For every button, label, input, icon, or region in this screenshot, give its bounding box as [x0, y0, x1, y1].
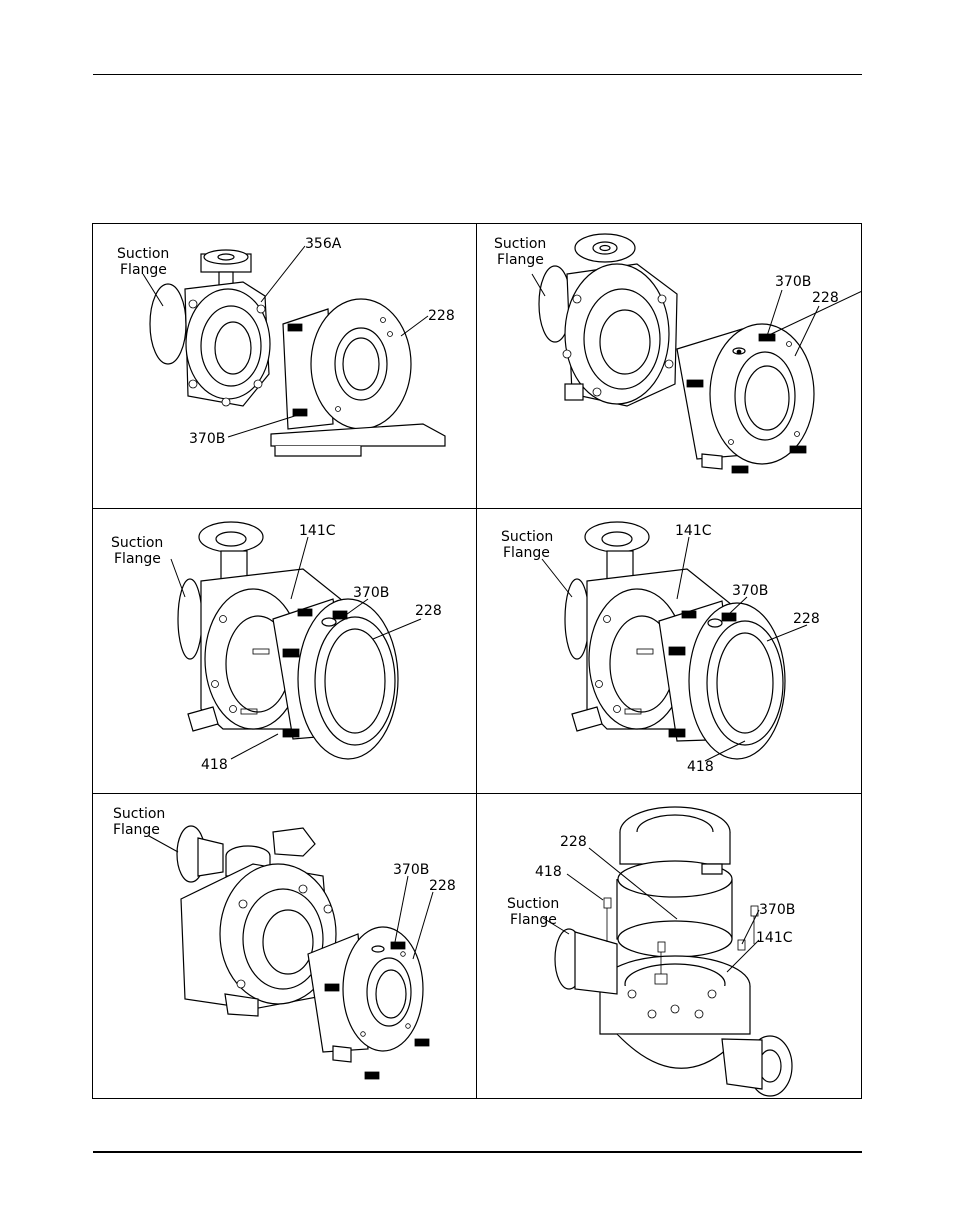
suction-flange-label-line1: Suction	[111, 535, 163, 551]
panel-6-illustration: 228 418 Suction Flange 370B 141C	[477, 794, 862, 1099]
adapter-228	[617, 807, 732, 957]
callout-228: 228	[560, 834, 587, 850]
callout-141c: 141C	[299, 523, 336, 539]
panel-4: Suction Flange 141C 370B 228 418	[477, 509, 862, 794]
suction-flange-label-line2: Flange	[503, 545, 550, 561]
header-rule	[93, 74, 862, 75]
callout-141c: 141C	[756, 930, 793, 946]
suction-flange-label-line1: Suction	[117, 246, 169, 262]
callout-418: 418	[687, 759, 714, 775]
suction-flange-label-line2: Flange	[497, 252, 544, 268]
panel-5-illustration: Suction Flange 370B 228	[93, 794, 477, 1099]
suction-flange-label-line1: Suction	[494, 236, 546, 252]
adapter-228	[308, 927, 429, 1079]
pump-assembly	[178, 522, 398, 759]
suction-flange-label-line1: Suction	[507, 896, 559, 912]
panel-3: Suction Flange 141C 370B 228 418	[93, 509, 477, 794]
callout-228: 228	[429, 878, 456, 894]
pump-assembly	[565, 522, 785, 759]
suction-flange-label-line2: Flange	[113, 822, 160, 838]
callout-370b: 370B	[775, 274, 811, 290]
callout-370b: 370B	[759, 902, 795, 918]
panel-2: Suction Flange 370B 228	[477, 224, 862, 509]
suction-flange-label-line2: Flange	[114, 551, 161, 567]
panel-1: Suction Flange 356A 228 370B	[93, 224, 477, 509]
suction-flange-label-line1: Suction	[501, 529, 553, 545]
callout-370b: 370B	[353, 585, 389, 601]
suction-flange-label-line2: Flange	[510, 912, 557, 928]
callout-228: 228	[428, 308, 455, 324]
callout-370b: 370B	[732, 583, 768, 599]
panel-2-illustration: Suction Flange 370B 228	[477, 224, 862, 509]
panel-6: 228 418 Suction Flange 370B 141C	[477, 794, 862, 1099]
panel-5: Suction Flange 370B 228	[93, 794, 477, 1099]
pump-casing	[539, 234, 677, 406]
pump-casing	[177, 826, 336, 1016]
panel-3-illustration: Suction Flange 141C 370B 228 418	[93, 509, 477, 794]
suction-flange-label-line2: Flange	[120, 262, 167, 278]
callout-418: 418	[201, 757, 228, 773]
panel-4-illustration: Suction Flange 141C 370B 228 418	[477, 509, 862, 794]
suction-flange-label-line1: Suction	[113, 806, 165, 822]
callout-141c: 141C	[675, 523, 712, 539]
callout-228: 228	[793, 611, 820, 627]
footer-rule	[93, 1151, 862, 1153]
pump-casing	[150, 250, 270, 406]
callout-228: 228	[812, 290, 839, 306]
callout-228: 228	[415, 603, 442, 619]
panel-1-illustration: Suction Flange 356A 228 370B	[93, 224, 477, 509]
figure-grid: Suction Flange 356A 228 370B	[92, 223, 862, 1099]
callout-370b: 370B	[393, 862, 429, 878]
adapter-228	[677, 324, 814, 473]
callout-418: 418	[535, 864, 562, 880]
callout-356a: 356A	[305, 236, 342, 252]
callout-370b: 370B	[189, 431, 225, 447]
